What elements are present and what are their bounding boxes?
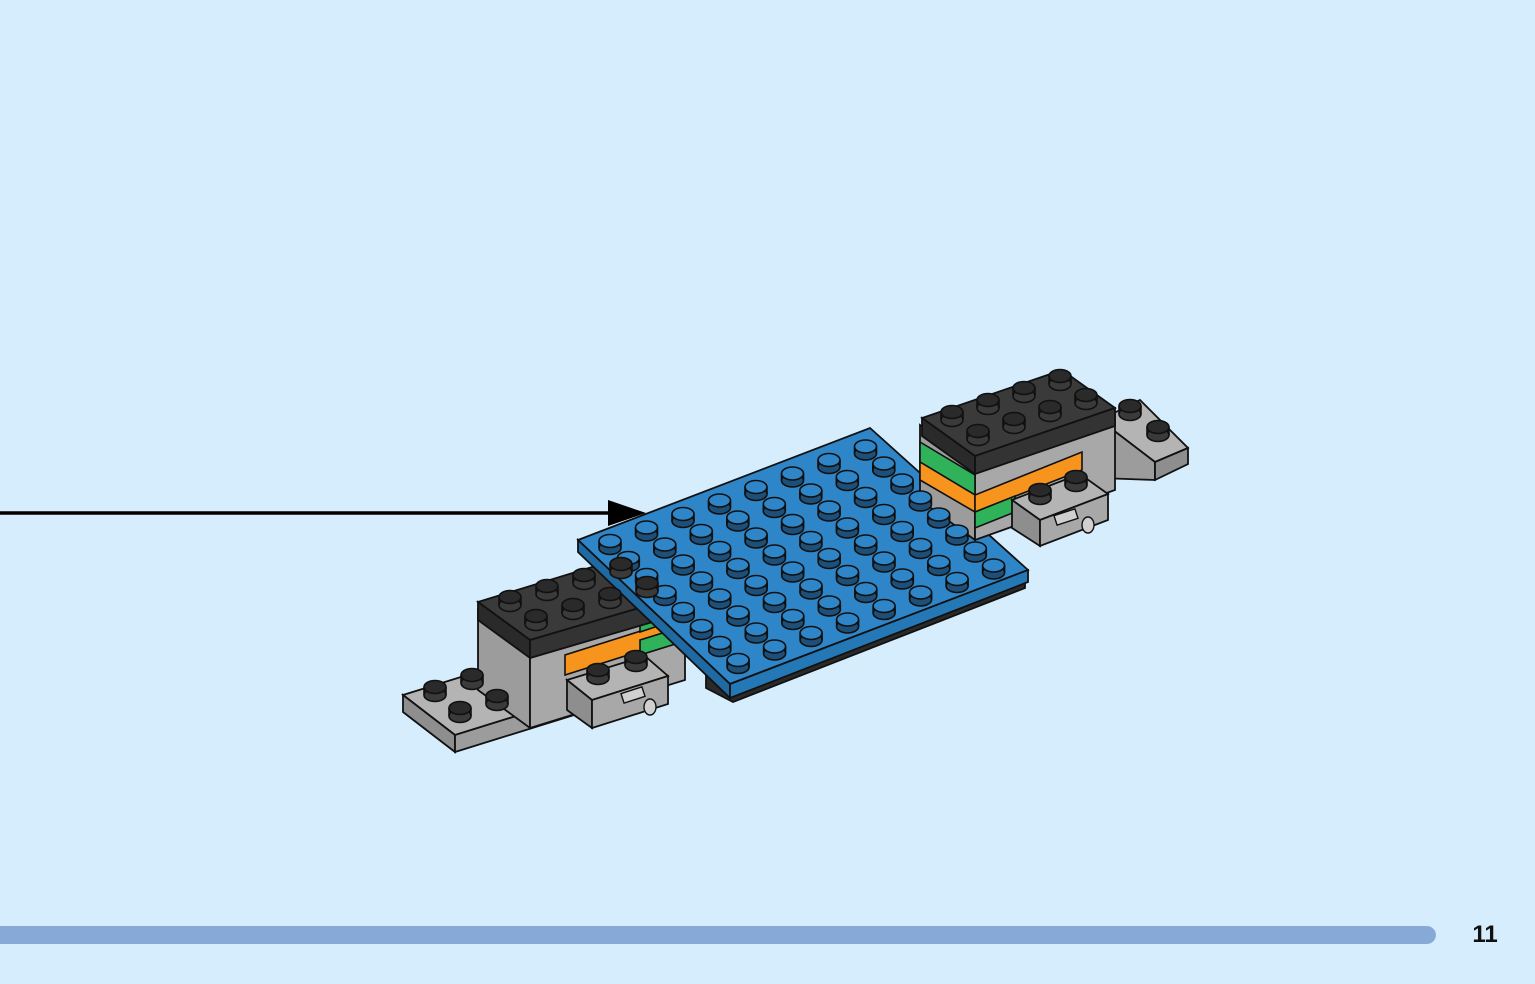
blue-plate-stud (835, 564, 860, 587)
blue-plate-stud (817, 452, 841, 475)
blue-plate-stud (908, 537, 933, 560)
blue-plate-stud (726, 557, 750, 580)
right-plate-stud (1118, 398, 1142, 422)
progress-bar-fill (0, 926, 1436, 944)
blue-plate-stud (817, 595, 842, 617)
blue-plate-stud (634, 520, 659, 542)
left-brick-stud (598, 586, 622, 610)
blue-plate-stud (598, 533, 622, 556)
blue-plate-stud (890, 568, 915, 590)
blue-plate-stud (853, 534, 878, 556)
right-brick-stud (1074, 387, 1098, 411)
left-brick-stud (609, 556, 633, 580)
blue-plate-stud (671, 506, 695, 529)
right-brick-stud (1002, 411, 1026, 435)
blue-plate-stud (926, 554, 951, 577)
blue-plate-stud (689, 618, 714, 641)
blue-plate-stud (744, 479, 768, 502)
blue-plate-stud (945, 524, 969, 546)
blue-plate-stud (908, 585, 933, 607)
blue-plate-stud (780, 466, 805, 488)
blue-plate-stud (707, 635, 732, 658)
blue-plate-stud (872, 598, 896, 621)
blue-plate-stud (835, 517, 860, 539)
blue-plate-stud (707, 588, 732, 610)
blue-plate-stud (762, 591, 787, 614)
left-brick-stud (498, 589, 522, 613)
right-plate-stud (1146, 419, 1170, 443)
blue-plate-stud (853, 486, 878, 509)
blue-plate-stud (707, 540, 732, 563)
blue-plate-stud (652, 537, 677, 559)
blue-plate-stud (744, 574, 769, 597)
blue-plate-stud (799, 625, 823, 648)
blue-plate-stud (762, 544, 787, 566)
left-plate-stud (485, 688, 509, 712)
blue-plate-stud (780, 513, 805, 536)
right-connector-stud (1028, 482, 1052, 506)
blue-plate-stud (689, 523, 714, 546)
blue-plate-stud (671, 601, 696, 624)
page-number: 11 (1472, 921, 1498, 948)
left-plate-stud (460, 667, 484, 691)
blue-plate-stud (762, 639, 787, 661)
callout-arrow (0, 500, 646, 526)
blue-plate-stud (780, 561, 805, 583)
blue-plate-stud (963, 541, 988, 563)
left-plate-stud (423, 679, 447, 703)
blue-plate-stud (835, 469, 860, 492)
blue-plate-stud (744, 527, 768, 549)
left-brick-stud (572, 567, 596, 591)
right-brick-stud (1038, 399, 1062, 423)
blue-plate-stud (726, 605, 750, 627)
blue-plate-stud (744, 622, 769, 644)
left-brick-stud (635, 575, 659, 599)
right-brick-stud (940, 404, 964, 428)
blue-plate-stud (689, 571, 714, 593)
blue-plate-stud (945, 571, 969, 594)
blue-plate-stud (725, 510, 750, 532)
left-connector-stud (586, 662, 610, 686)
blue-plate-stud (872, 551, 896, 573)
left-brick-stud (524, 608, 548, 632)
left-brick-stud (561, 597, 585, 621)
progress-bar (0, 926, 1436, 944)
blue-plate-stud (671, 554, 695, 576)
blue-plate-stud (707, 493, 732, 515)
blue-plate-stud (871, 456, 896, 478)
blue-plate-stud (872, 503, 896, 526)
blue-plate-stud (799, 578, 823, 600)
blue-plate-stud (726, 652, 750, 675)
blue-plate-stud (798, 483, 823, 505)
right-brick-stud (976, 392, 1000, 416)
right-connector-stud (1064, 469, 1088, 493)
right-brick-stud (1048, 368, 1072, 392)
blue-plate-stud (762, 496, 787, 519)
blue-plate-stud (780, 608, 805, 631)
blue-plate-stud (799, 530, 823, 553)
blue-plate-stud (853, 581, 878, 604)
left-connector-stud (624, 649, 648, 673)
blue-plate-stud (981, 558, 1006, 580)
blue-plate-stud (853, 439, 878, 461)
blue-plate-stud (890, 473, 914, 495)
blue-plate-stud (817, 500, 841, 522)
blue-plate-stud (835, 612, 860, 634)
blue-plate-stud (890, 520, 915, 543)
right-brick-stud (966, 423, 990, 447)
right-color-layers (919, 440, 1083, 530)
blue-plate-stud (817, 547, 842, 570)
left-brick-stud (535, 578, 559, 602)
right-brick-stud (1012, 380, 1036, 404)
blue-plate-stud (926, 507, 951, 529)
blue-plate-stud (908, 490, 933, 512)
left-plate-stud (448, 700, 472, 724)
